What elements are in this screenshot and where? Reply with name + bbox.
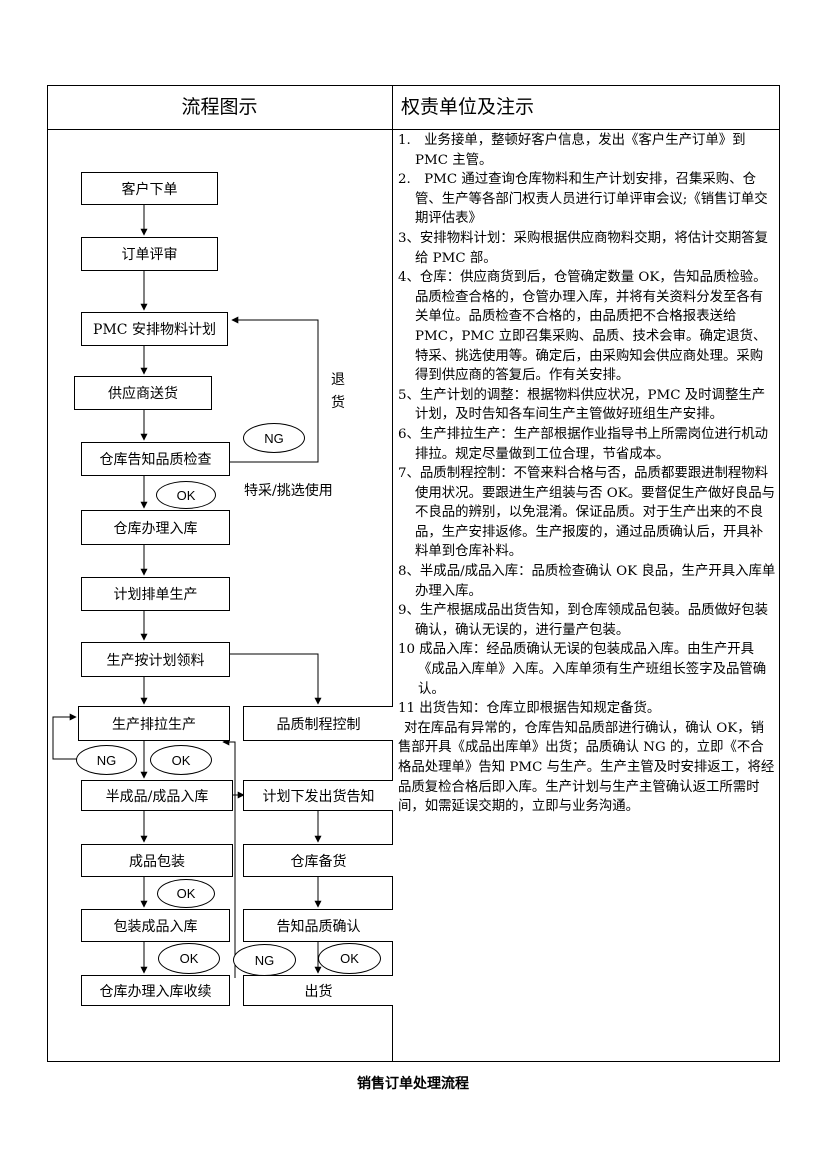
box-packed-goods-storage: 包装成品入库 <box>81 909 230 942</box>
box-semi-finished-storage: 半成品/成品入库 <box>81 780 233 811</box>
header-divider <box>47 129 780 130</box>
label-return-2: 货 <box>331 395 345 411</box>
ng-ellipse-qc: NG <box>243 423 305 453</box>
box-supplier-delivery: 供应商送货 <box>74 376 212 410</box>
note-item: 9、生产根据成品出货告知，到仓库领成品包装。品质做好包装确认，确认无误的，进行量… <box>398 603 769 638</box>
box-material-picking: 生产按计划领料 <box>81 642 230 677</box>
box-warehouse-stocking: 仓库备货 <box>243 844 393 877</box>
box-production-scheduling: 计划排单生产 <box>81 577 230 611</box>
ng-ellipse-production: NG <box>76 745 137 775</box>
header-flow-title: 流程图示 <box>181 96 258 118</box>
note-item: 11 出货告知：仓库立即根据告知规定备货。 <box>398 701 661 717</box>
note-item: 10 成品入库：经品质确认无误的包装成品入库。由生产开具《成品入库单》入库。入库… <box>398 642 767 697</box>
label-special-use: 特采/挑选使用 <box>244 483 333 499</box>
box-warehouse-storage: 仓库办理入库 <box>81 510 230 545</box>
box-quality-process-control: 品质制程控制 <box>243 706 393 741</box>
box-quality-confirmation: 告知品质确认 <box>243 909 393 942</box>
box-shipment: 出货 <box>243 975 393 1006</box>
box-final-storage-procedure: 仓库办理入库收续 <box>81 975 230 1006</box>
header-notes-title: 权责单位及注示 <box>401 96 535 118</box>
box-line-production: 生产排拉生产 <box>78 706 230 741</box>
ok-ellipse-production: OK <box>150 745 212 775</box>
note-item: 4、仓库：供应商货到后，仓管确定数量 OK，告知品质检验。品质检查合格的，仓管办… <box>398 270 767 384</box>
note-item: 3、安排物料计划：采购根据供应商物料交期，将估计交期答复给 PMC 部。 <box>398 230 769 266</box>
note-item: 6、生产排拉生产：生产部根据作业指导书上所需岗位进行机动排拉。规定尽量做到工位合… <box>398 426 769 462</box>
arrow-return-loop <box>230 316 319 463</box>
label-return-1: 退 <box>331 372 345 388</box>
note-item: 2. PMC 通过查询仓库物料和生产计划安排，召集采购、仓管、生产等各部门权责人… <box>398 172 768 227</box>
note-item: 1. 业务接单，整顿好客户信息，发出《客户生产订单》到 PMC 主管。 <box>398 133 746 168</box>
ok-ellipse-packed: OK <box>158 943 220 974</box>
main-table <box>47 85 780 1062</box>
ok-ellipse-packaging: OK <box>157 879 215 908</box>
box-order-review: 订单评审 <box>81 237 218 271</box>
box-customer-order: 客户下单 <box>81 172 218 205</box>
document-caption: 销售订单处理流程 <box>357 1076 469 1092</box>
note-item: 7、品质制程控制：不管来料合格与否，品质都要跟进制程物料使用状况。要跟进生产组装… <box>398 466 776 560</box>
box-shipping-notice: 计划下发出货告知 <box>243 780 393 811</box>
ng-ellipse-confirmation: NG <box>233 944 296 976</box>
box-finished-packaging: 成品包装 <box>81 844 233 877</box>
arrow-ng-loop <box>52 713 78 760</box>
arrow-material-to-quality <box>230 653 322 705</box>
note-paragraph: 对在库品有异常的，仓库告知品质部进行确认，确认 OK，销售部开具《成品出库单》出… <box>398 720 775 815</box>
ok-ellipse-qc: OK <box>156 481 216 509</box>
note-item: 5、生产计划的调整：根据物料供应状况，PMC 及时调整生产计划，及时告知各车间生… <box>398 387 766 423</box>
note-item: 8、半成品/成品入库：品质检查确认 OK 良品，生产开具入库单办理入库。 <box>398 564 776 599</box>
notes-list: 1. 业务接单，整顿好客户信息，发出《客户生产订单》到 PMC 主管。 2. P… <box>398 131 776 817</box>
ok-ellipse-confirmation: OK <box>318 943 381 974</box>
arrow-ng-return <box>222 738 236 978</box>
column-divider <box>392 85 393 1062</box>
box-pmc-material-plan: PMC 安排物料计划 <box>81 312 228 346</box>
box-warehouse-qc-notice: 仓库告知品质检查 <box>81 442 230 476</box>
